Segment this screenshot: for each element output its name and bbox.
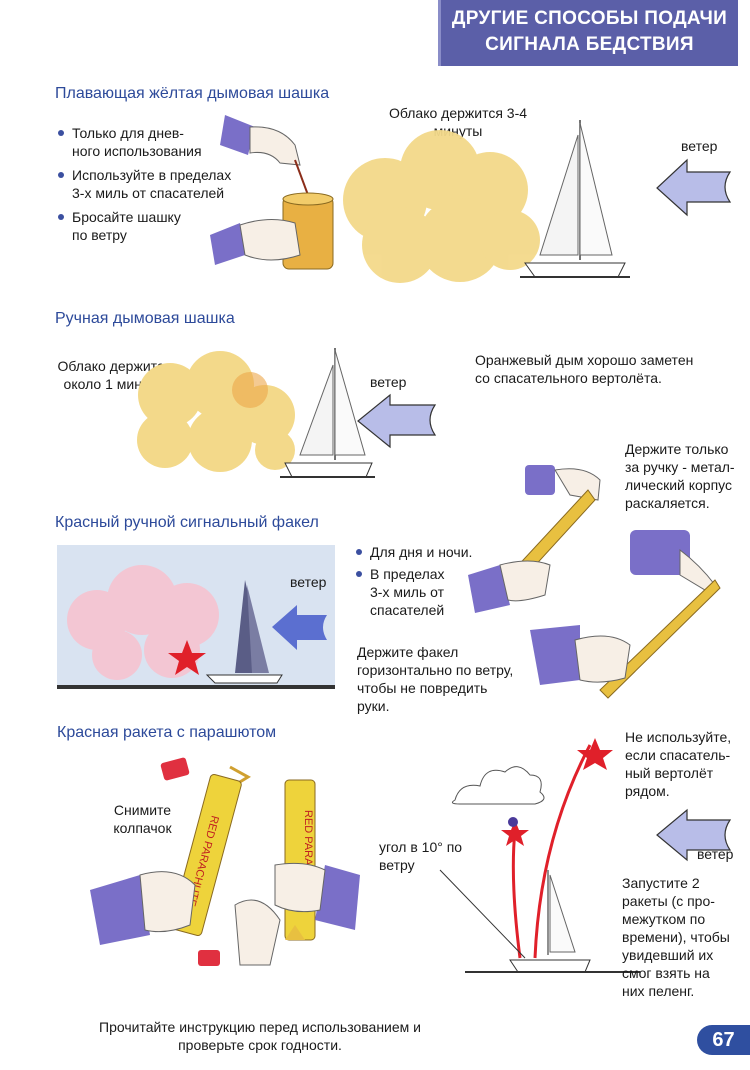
title-line-2: СИГНАЛА БЕДСТВИЯ [485, 34, 694, 55]
cloud-duration-note: Облако держится около 1 минуты [52, 357, 177, 393]
bullet-text: В пределах [370, 566, 445, 582]
footer-note: Прочитайте инструкцию перед использовани… [60, 1018, 460, 1054]
hand-smoke-cloud [137, 351, 295, 472]
bullet-day-night: Для дня и ночи. [354, 543, 474, 561]
note-line: Держите факел [357, 644, 459, 660]
note-line: них пеленг. [622, 983, 695, 999]
note-line: Запустите 2 [622, 875, 700, 891]
bullet-text: 3-х миль от [370, 584, 445, 600]
flare-star-icon [168, 640, 206, 675]
glove-cuff [220, 115, 255, 155]
note-line: времени), чтобы [622, 929, 730, 945]
wind-label: ветер [370, 374, 407, 390]
handle-warning-note: Держите только за ручку - метал- лически… [625, 440, 745, 512]
wind-label: ветер [697, 846, 734, 862]
lower-hand [239, 219, 301, 261]
wind-arrow-icon [357, 393, 437, 449]
orange-smoke-note: Оранжевый дым хорошо заметен со спасател… [475, 351, 693, 387]
wind-arrow-icon [656, 808, 732, 862]
note-line: за ручку - метал- [625, 459, 735, 475]
section-title-banner: ДРУГИЕ СПОСОБЫ ПОДАЧИ СИГНАЛА БЕДСТВИЯ [438, 0, 738, 66]
upper-hand [249, 126, 301, 166]
note-line: Не используйте, [625, 729, 732, 745]
bullet-text: спасателей [370, 602, 445, 618]
rocket-star-icon [501, 820, 529, 846]
red-flare-title: Красный ручной сигнальный факел [55, 514, 319, 531]
cloud-note-line: Облако держится [57, 358, 172, 374]
canister-top [282, 192, 334, 206]
bullet-text: ного использования [72, 143, 202, 159]
note-line: Снимите [113, 802, 172, 818]
note-line: рядом. [625, 783, 670, 799]
yellow-smoke-cloud [343, 130, 540, 283]
bullet-3-miles: Используйте в пределах 3-х миль от спасат… [56, 166, 241, 202]
bullet-text: Бросайте шашку [72, 209, 181, 225]
glove-cuff [210, 223, 245, 265]
bullet-text: 3-х миль от спасателей [72, 185, 225, 201]
bullet-text: по ветру [72, 227, 127, 243]
bullet-text: Только для днев- [72, 125, 184, 141]
hold-horizontal-note: Держите факел горизонтально по ветру, чт… [357, 643, 547, 715]
note-line: раскаляется. [625, 495, 710, 511]
title-line-1: ДРУГИЕ СПОСОБЫ ПОДАЧИ [451, 8, 728, 29]
no-helicopter-note: Не используйте, если спасатель- ный верт… [625, 728, 750, 800]
bullet-text: Используйте в пределах [72, 167, 232, 183]
note-line: Держите только [625, 441, 729, 457]
pull-cord [294, 159, 309, 196]
parachute-rocket-title: Красная ракета с парашютом [57, 724, 277, 741]
note-line: смог взять на [622, 965, 710, 981]
hand-holding-flare-horizontal-illustration [530, 530, 721, 699]
orange-note-line: со спасательного вертолёта. [475, 370, 662, 386]
hand-holding-flare-illustration [468, 465, 601, 613]
wind-label: ветер [290, 574, 327, 590]
red-flare-bullets: Для дня и ночи. В пределах 3-х миль от с… [354, 543, 474, 619]
rocket-remove-cap-illustration: RED PARACHUTE [90, 757, 251, 966]
note-line: горизонтально по ветру, [357, 662, 514, 678]
remove-cap-note: Снимите колпачок [100, 801, 185, 837]
note-line: угол в 10° по [379, 839, 463, 855]
hands-with-canister-illustration [210, 115, 334, 270]
cloud-note-line: Облако держится 3-4 [388, 105, 528, 121]
note-line: ракеты (с про- [622, 893, 715, 909]
red-flare-scene [57, 545, 335, 689]
note-line: чтобы не повредить [357, 680, 488, 696]
bullet-3-miles: В пределах 3-х миль от спасателей [354, 565, 474, 619]
bullet-day-only: Только для днев-ного использования [56, 124, 241, 160]
sailboat-illustration [520, 120, 630, 278]
note-line: колпачок [113, 820, 172, 836]
note-line: лический корпус [625, 477, 733, 493]
rocket-star-icon [577, 738, 613, 770]
rocket-hold-illustration: RED PARACHUTE [234, 779, 360, 966]
bullet-throw-downwind: Бросайте шашку по ветру [56, 208, 241, 244]
note-line: руки. [357, 698, 390, 714]
note-line: увидевший их [622, 947, 714, 963]
note-line: ный вертолёт [625, 765, 714, 781]
wind-arrow-icon [656, 158, 732, 217]
footer-line: Прочитайте инструкцию перед использовани… [99, 1019, 421, 1035]
floating-smoke-bullets: Только для днев-ного использования Испол… [56, 124, 241, 244]
page-number: 67 [697, 1025, 750, 1055]
wind-label: ветер [681, 138, 718, 154]
bullet-text: Для дня и ночи. [370, 544, 473, 560]
floating-smoke-title: Плавающая жёлтая дымовая шашка [55, 85, 330, 102]
launch-angle-note: угол в 10° по ветру [379, 838, 489, 874]
launch-two-rockets-note: Запустите 2 ракеты (с про- межутком по в… [622, 874, 742, 1000]
rocket-launch-scene [439, 738, 640, 973]
orange-note-line: Оранжевый дым хорошо заметен [475, 352, 694, 368]
note-line: ветру [379, 857, 415, 873]
note-line: если спасатель- [625, 747, 731, 763]
note-line: межутком по [622, 911, 706, 927]
hand-smoke-title: Ручная дымовая шашка [55, 310, 235, 327]
sailboat-illustration [280, 348, 375, 478]
footer-line: проверьте срок годности. [178, 1037, 342, 1053]
